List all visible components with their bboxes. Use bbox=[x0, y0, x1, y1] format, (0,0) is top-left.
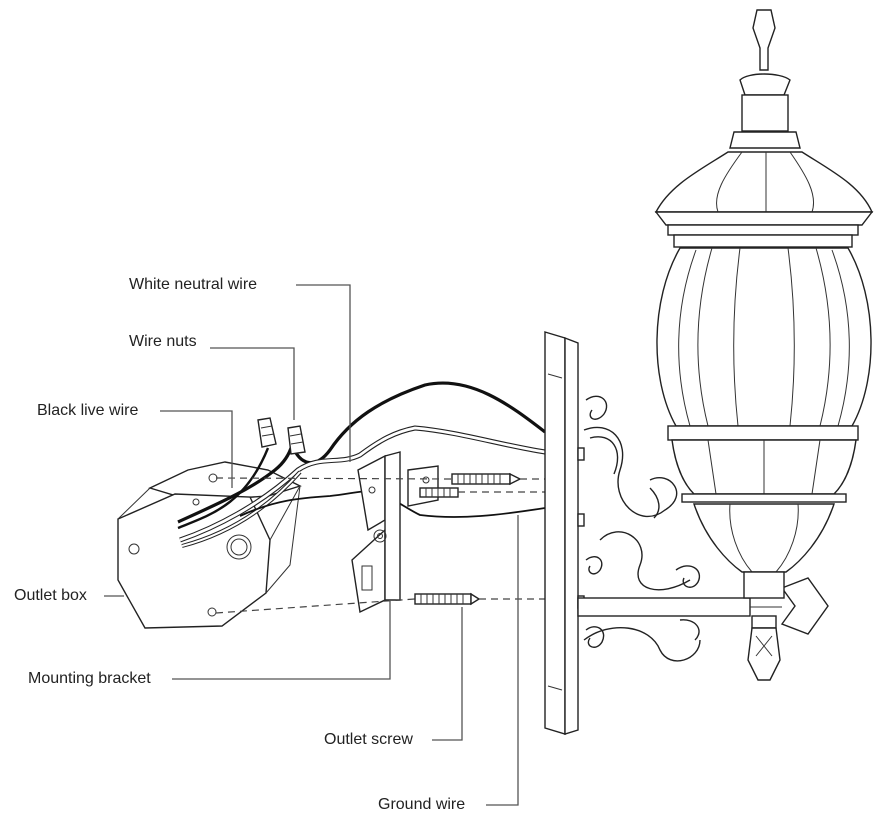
outlet-screw-bottom bbox=[414, 592, 481, 606]
leader-white-neutral-wire bbox=[296, 284, 351, 462]
mounting-bracket bbox=[351, 451, 439, 614]
label-black-live-wire: Black live wire bbox=[37, 402, 139, 419]
leader-wire-nuts bbox=[210, 347, 295, 420]
wall-plate bbox=[544, 331, 585, 735]
leader-mounting-bracket bbox=[172, 600, 391, 680]
leader-outlet-screw bbox=[432, 607, 463, 741]
leader-ground-wire bbox=[486, 515, 519, 806]
lantern bbox=[654, 9, 874, 681]
label-mounting-bracket: Mounting bracket bbox=[28, 670, 151, 687]
label-wire-nuts: Wire nuts bbox=[129, 333, 197, 350]
arm-finial bbox=[750, 577, 829, 635]
label-outlet-box: Outlet box bbox=[14, 587, 87, 604]
label-white-neutral-wire: White neutral wire bbox=[129, 276, 258, 293]
decorative-scroll-arm bbox=[577, 395, 751, 662]
label-outlet-screw: Outlet screw bbox=[324, 731, 413, 748]
outlet-box bbox=[117, 461, 302, 629]
wire-nut-right bbox=[287, 425, 306, 455]
leader-black-live-wire bbox=[160, 410, 233, 488]
outlet-screw-mid bbox=[419, 487, 459, 498]
outlet-screw-top bbox=[451, 472, 522, 486]
label-ground-wire: Ground wire bbox=[378, 796, 466, 813]
wire-nut-left bbox=[257, 417, 277, 448]
